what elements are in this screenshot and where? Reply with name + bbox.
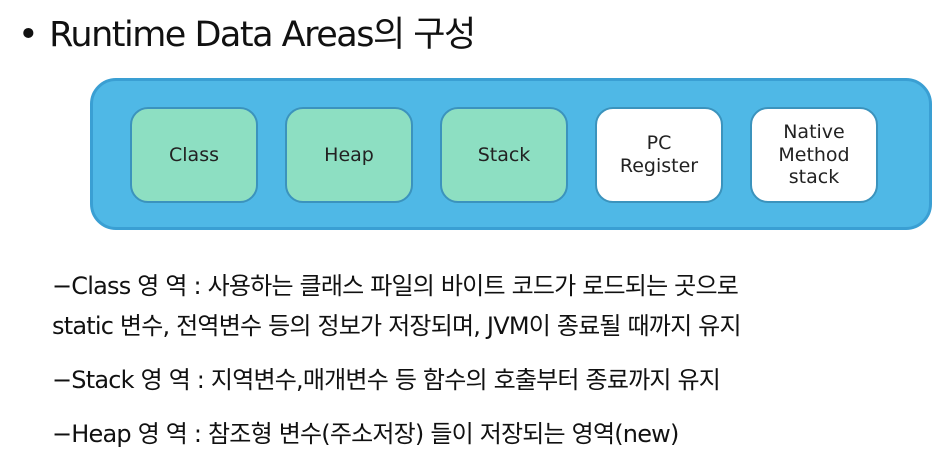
pc-register-box: PC Register <box>595 107 723 203</box>
native-method-stack-box: Native Method stack <box>750 107 878 203</box>
pc-register-label-line2: Register <box>619 155 699 177</box>
class-description-line2: static 변수, 전역변수 등의 정보가 저장되며, JVM이 종료될 때까… <box>52 312 742 340</box>
title-text: Runtime Data Areas의 구성 <box>49 15 476 55</box>
heap-area-box: Heap <box>285 107 413 203</box>
native-method-stack-label-line3: stack <box>788 166 840 189</box>
runtime-data-areas-panel: Class Heap Stack PC Register Native Meth… <box>90 78 932 230</box>
heap-area-label: Heap <box>324 143 374 166</box>
heap-description: −Heap 영 역 : 참조형 변수(주소저장) 들이 저장되는 영역(new) <box>52 420 679 448</box>
stack-area-label: Stack <box>477 143 531 166</box>
native-method-stack-label-line1: Native <box>783 120 845 143</box>
class-description-line1: −Class 영 역 : 사용하는 클래스 파일의 바이트 코드가 로드되는 곳… <box>52 272 739 300</box>
stack-area-box: Stack <box>440 107 568 203</box>
title-bullet: • <box>18 15 39 55</box>
class-area-box: Class <box>130 107 258 203</box>
class-area-label: Class <box>169 143 219 166</box>
stack-description: −Stack 영 역 : 지역변수,매개변수 등 함수의 호출부터 종료까지 유… <box>52 366 721 394</box>
page-title: •Runtime Data Areas의 구성 <box>18 6 476 57</box>
native-method-stack-label-line2: Method <box>778 143 850 166</box>
pc-register-label-line1: PC <box>646 132 672 155</box>
